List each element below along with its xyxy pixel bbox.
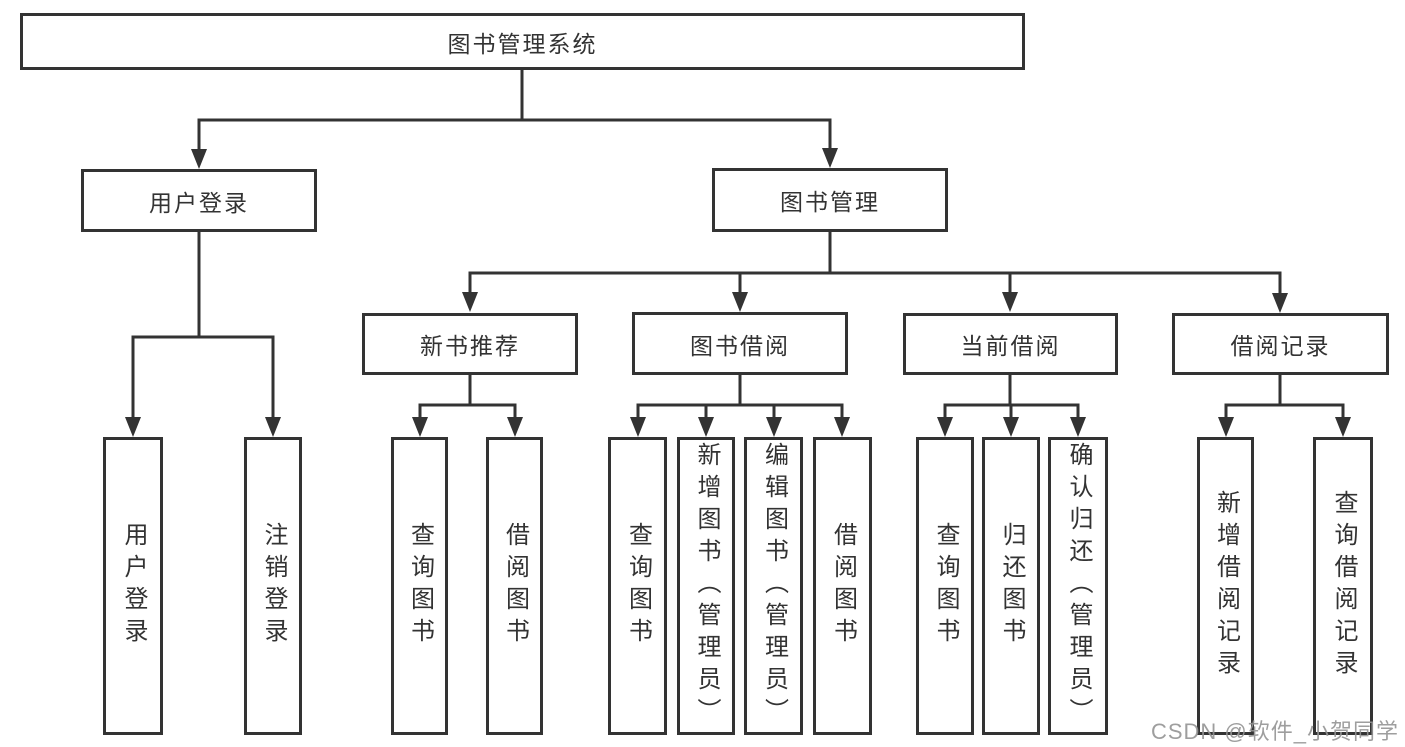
node-borrow-records: 借阅记录 [1172,313,1389,375]
leaf-add-borrow-record: 新增借阅记录 [1197,437,1254,735]
leaf-user-login: 用户登录 [103,437,163,735]
leaf-edit-books-admin: 编辑图书（管理员） [744,437,803,735]
leaf-return-books: 归还图书 [982,437,1040,735]
node-user-login: 用户登录 [81,169,317,232]
leaf-add-books-admin: 新增图书（管理员） [677,437,735,735]
leaf-borrow-books: 借阅图书 [813,437,872,735]
node-book-borrow: 图书借阅 [632,312,848,375]
node-new-book-recommend: 新书推荐 [362,313,578,375]
leaf-query-borrow-record: 查询借阅记录 [1313,437,1373,735]
watermark: CSDN @软件_小贺同学 [1150,719,1399,744]
arrowheads [125,148,1351,437]
node-book-management: 图书管理 [712,168,948,232]
leaf-current-query-books: 查询图书 [916,437,974,735]
leaf-logout-login: 注销登录 [244,437,302,735]
node-root: 图书管理系统 [20,13,1025,70]
leaf-recommend-query-books: 查询图书 [391,437,448,735]
leaf-borrow-query-books: 查询图书 [608,437,667,735]
leaf-recommend-borrow-books: 借阅图书 [486,437,543,735]
leaf-confirm-return-admin: 确认归还（管理员） [1048,437,1108,735]
node-current-borrow: 当前借阅 [903,313,1118,375]
